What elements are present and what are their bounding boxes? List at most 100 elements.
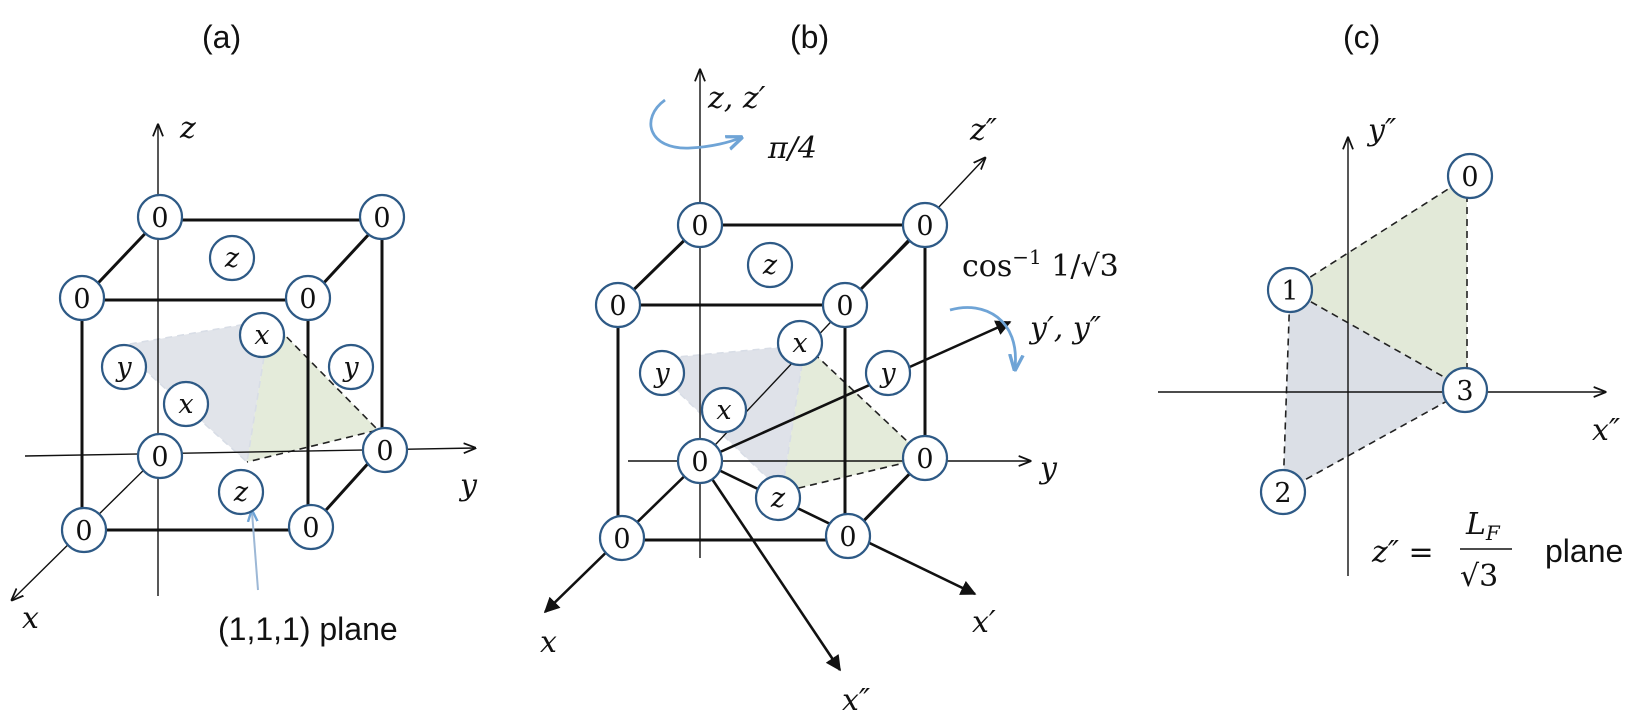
svg-text:x: x (716, 395, 731, 426)
svg-text:0: 0 (691, 447, 708, 478)
panel-a-face-left-y: y (100, 343, 148, 391)
panel-b-xp-label: x′ (972, 605, 996, 640)
panel-c-plane-word: plane (1545, 533, 1623, 569)
panel-b-rotation-1-label: π/4 (767, 131, 817, 166)
svg-text:0: 0 (836, 291, 853, 322)
panel-b-node-bottom-front-right: 0 (824, 512, 872, 560)
panel-b-node-top-back-right: 0 (901, 201, 949, 249)
panel-a-face-front-x: x (162, 380, 210, 428)
panel-a-node-top-back-right: 0 (358, 193, 406, 241)
panel-b-rotation-2-label: cos−1 1/√3 (962, 245, 1119, 284)
svg-text:z: z (770, 483, 786, 514)
panel-a-x-label: x (22, 601, 39, 636)
panel-c-node-2: 2 (1259, 468, 1307, 516)
panel-b-zz-label: z, z′ (707, 81, 766, 116)
panel-b-xpp-axis (698, 460, 842, 672)
panel-b-face-front-x: x (700, 386, 748, 434)
svg-text:y: y (653, 358, 670, 389)
panel-b-green-face (782, 345, 925, 492)
svg-text:x: x (254, 320, 269, 351)
panel-c-eq-lhs: z″ = (1371, 535, 1434, 570)
panel-c-green-face (1290, 177, 1467, 390)
panel-b-node-top-front-left: 0 (594, 281, 642, 329)
panel-a-node-bottom-back-right: 0 (361, 426, 409, 474)
svg-text:x: x (178, 389, 193, 420)
svg-text:0: 0 (613, 524, 630, 555)
panel-a-node-top-front-left: 0 (58, 274, 106, 322)
panel-c-gray-face (1283, 290, 1467, 492)
panel-a-y-label: y (458, 468, 478, 503)
svg-text:0: 0 (1461, 162, 1478, 193)
svg-text:z: z (224, 243, 240, 274)
panel-b-rotation-y-arrow (949, 306, 1015, 368)
panel-b-node-bottom-back-right: 0 (901, 434, 949, 482)
svg-text:0: 0 (916, 444, 933, 475)
panel-a-face-right-y: y (327, 343, 375, 391)
svg-text:y: y (879, 358, 896, 389)
panel-a-green-face (247, 320, 378, 462)
svg-text:0: 0 (151, 203, 168, 234)
panel-a-face-top-x: x (238, 311, 286, 359)
panel-b-rotation-z-arrow (649, 98, 740, 148)
panel-a-node-origin: 0 (136, 432, 184, 480)
panel-a-node-bottom-front-left: 0 (60, 506, 108, 554)
panel-a-z-label: z (179, 111, 196, 146)
panel-a-node-top-front-right: 0 (284, 274, 332, 322)
panel-b-face-right-y: y (864, 349, 912, 397)
panel-c-plane-equation: z″ = LF √3 plane (1371, 507, 1623, 594)
svg-text:0: 0 (299, 284, 316, 315)
panel-a-caption-pointer (252, 512, 259, 591)
svg-text:0: 0 (609, 291, 626, 322)
svg-text:0: 0 (373, 203, 390, 234)
panel-c-dash-diagonal (1289, 289, 1468, 391)
panel-a-node-bottom-front-right: 0 (287, 503, 335, 551)
panel-b-face-left-y: y (638, 349, 686, 397)
svg-text:0: 0 (916, 211, 933, 242)
svg-text:z: z (762, 250, 778, 281)
svg-text:0: 0 (302, 513, 319, 544)
svg-text:0: 0 (75, 516, 92, 547)
svg-text:y: y (115, 352, 132, 383)
panel-a: (a) (1,1,1) plane z y x 0 0 (12, 19, 478, 647)
panel-b-ypp-axis (699, 320, 1012, 463)
panel-c-ypp-label: y″ (1366, 113, 1397, 148)
svg-text:0: 0 (151, 442, 168, 473)
panel-a-plane-caption: (1,1,1) plane (218, 611, 398, 647)
svg-text:z: z (233, 477, 249, 508)
panel-b-x-label: x (540, 625, 557, 660)
panel-b-zpp-label: z″ (969, 113, 998, 148)
svg-text:0: 0 (376, 436, 393, 467)
panel-c: (c) y″ x″ 0 1 3 2 z″ = LF √3 plane (1158, 19, 1623, 594)
svg-text:1: 1 (1281, 276, 1298, 307)
panel-b-node-top-back-left: 0 (676, 201, 724, 249)
panel-c-label: (c) (1343, 19, 1380, 55)
panel-c-xpp-label: x″ (1592, 413, 1621, 448)
svg-text:0: 0 (839, 522, 856, 553)
panel-b-node-origin: 0 (676, 437, 724, 485)
panel-a-face-top-z: z (208, 234, 256, 282)
panel-c-node-0: 0 (1446, 152, 1494, 200)
panel-a-label: (a) (202, 19, 241, 55)
panel-b-xpp-label: x″ (842, 683, 871, 718)
svg-text:y: y (342, 352, 359, 383)
panel-b-node-bottom-front-left: 0 (598, 514, 646, 562)
panel-b-ypp-label: y′, y″ (1028, 311, 1102, 346)
panel-b: (b) z, z′ π/4 z″ (540, 19, 1119, 718)
svg-text:0: 0 (691, 211, 708, 242)
panel-c-node-3: 3 (1441, 366, 1489, 414)
panel-c-eq-numerator: LF (1465, 507, 1501, 545)
svg-text:x: x (792, 328, 807, 359)
panel-c-node-1: 1 (1266, 266, 1314, 314)
panel-b-face-top-z: z (746, 241, 794, 289)
panel-b-label: (b) (790, 19, 829, 55)
panel-c-eq-denominator: √3 (1460, 559, 1498, 594)
panel-a-node-top-back-left: 0 (136, 193, 184, 241)
panel-b-face-bottom-z: z (754, 474, 802, 522)
panel-b-node-top-front-right: 0 (821, 281, 869, 329)
svg-text:2: 2 (1274, 478, 1291, 509)
panel-a-face-bottom-z: z (217, 468, 265, 516)
panel-b-y-label: y (1038, 451, 1058, 486)
svg-text:0: 0 (73, 284, 90, 315)
svg-text:3: 3 (1456, 376, 1473, 407)
